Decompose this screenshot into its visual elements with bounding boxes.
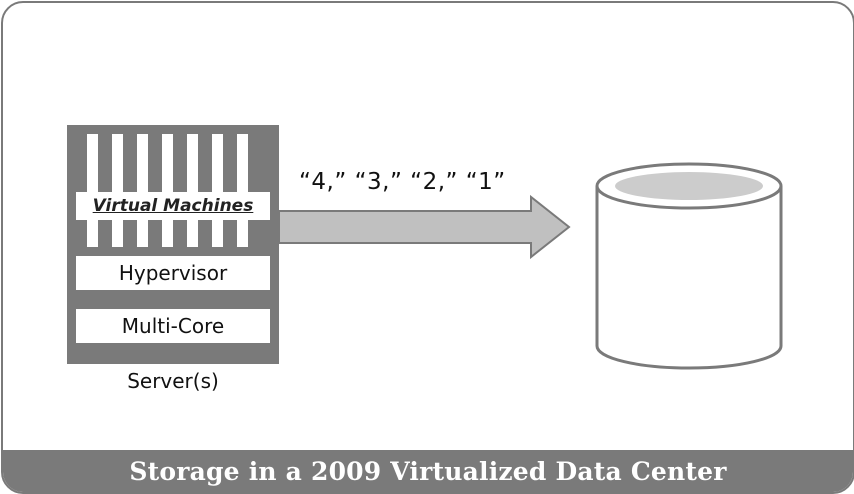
vm-stripe [137, 134, 148, 247]
io-arrow [278, 194, 571, 260]
server-caption: Server(s) [127, 369, 219, 393]
vm-stripe [212, 134, 223, 247]
server-block: Virtual Machines Hypervisor Multi-Core [67, 125, 279, 364]
storage-cylinder-icon [595, 162, 783, 370]
vm-stripe [162, 134, 173, 247]
virtual-machines-label: Virtual Machines [92, 196, 254, 216]
diagram-graphics [278, 162, 783, 370]
virtual-machines-label-box: Virtual Machines [76, 192, 270, 220]
vm-stripe [237, 134, 248, 247]
caption-bar: Storage in a 2009 Virtualized Data Cente… [3, 450, 853, 492]
diagram-caption: Storage in a 2009 Virtualized Data Cente… [129, 456, 727, 486]
io-sequence-label: “4,” “3,” “2,” “1” [299, 169, 506, 195]
vm-stripe [112, 134, 123, 247]
vm-stripe [87, 134, 98, 247]
hypervisor-layer: Hypervisor [76, 256, 270, 290]
vm-stripe [187, 134, 198, 247]
multi-core-layer: Multi-Core [76, 309, 270, 343]
